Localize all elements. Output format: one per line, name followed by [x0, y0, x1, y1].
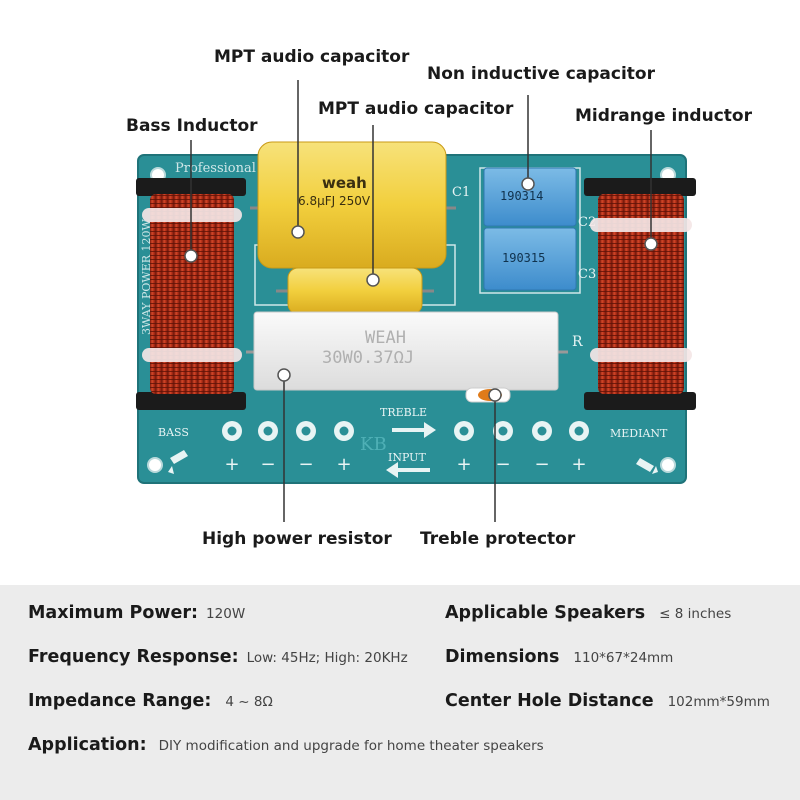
- callout-high-power-resistor: High power resistor: [202, 529, 392, 549]
- label-treble: TREBLE: [380, 406, 427, 419]
- midrange-inductor: [584, 178, 696, 410]
- svg-text:−: −: [298, 454, 313, 475]
- svg-text:+: +: [456, 454, 471, 475]
- callout-mpt-capacitor-second: MPT audio capacitor: [318, 99, 514, 119]
- svg-text:+: +: [224, 454, 239, 475]
- callout-midrange-inductor: Midrange inductor: [575, 106, 752, 126]
- label-c1: C1: [452, 185, 470, 200]
- non-inductive-capacitor-top: 190314: [483, 167, 577, 227]
- svg-text:−: −: [495, 454, 510, 475]
- svg-text:30W0.37ΩJ: 30W0.37ΩJ: [322, 348, 414, 368]
- screw-icon-right: [636, 458, 658, 474]
- svg-text:−: −: [260, 454, 275, 475]
- crossover-board-illustration: Professional 3WAY WEAH-338 3WAY POWER 12…: [136, 80, 696, 522]
- label-bass: BASS: [158, 426, 189, 439]
- treble-protector: [465, 387, 511, 403]
- svg-text:190314: 190314: [500, 189, 543, 203]
- silk-side-text: 3WAY POWER 120W: [140, 218, 153, 335]
- mpt-capacitor-small: [276, 267, 434, 315]
- high-power-resistor: WEAH 30W0.37ΩJ: [246, 311, 568, 391]
- logo-kb: KB: [360, 434, 387, 455]
- svg-text:190315: 190315: [502, 251, 545, 265]
- mount-hole-bl: [147, 457, 163, 473]
- terminal-signs: + − − + + − − +: [224, 454, 586, 475]
- svg-text:−: −: [534, 454, 549, 475]
- spec-impedance-range: Impedance Range:4 ~ 8Ω: [28, 691, 273, 711]
- spec-max-power: Maximum Power:120W: [28, 603, 246, 623]
- svg-text:+: +: [336, 454, 351, 475]
- spec-frequency-response: Frequency Response:Low: 45Hz; High: 20KH…: [28, 647, 408, 667]
- svg-text:weah: weah: [322, 174, 367, 192]
- label-mediant: MEDIANT: [610, 427, 668, 440]
- terminal-holes: [222, 421, 589, 441]
- callout-leaders: [184, 80, 658, 522]
- label-input: INPUT: [388, 451, 426, 464]
- non-inductive-capacitor-bottom: 190315: [483, 227, 577, 291]
- treble-arrow-icon: [392, 422, 436, 438]
- spec-panel: Maximum Power:120W Applicable Speakers≤ …: [0, 585, 800, 800]
- svg-text:6.8μFJ 250V: 6.8μFJ 250V: [298, 194, 371, 208]
- callout-non-inductive-capacitor: Non inductive capacitor: [427, 64, 655, 84]
- label-r: R: [572, 334, 583, 350]
- spec-application: Application:DIY modification and upgrade…: [28, 735, 544, 755]
- svg-text:WEAH: WEAH: [365, 328, 406, 348]
- spec-applicable-speakers: Applicable Speakers≤ 8 inches: [445, 603, 732, 623]
- label-c3: C3: [578, 267, 596, 282]
- callout-mpt-capacitor-top: MPT audio capacitor: [214, 47, 410, 67]
- callout-bass-inductor: Bass Inductor: [126, 116, 258, 136]
- svg-text:+: +: [571, 454, 586, 475]
- callout-treble-protector: Treble protector: [420, 529, 576, 549]
- input-arrow-icon: [386, 462, 430, 478]
- mpt-capacitor-large: weah 6.8μFJ 250V: [250, 141, 456, 269]
- mount-hole-br: [660, 457, 676, 473]
- screw-icon-left: [168, 450, 188, 474]
- product-photo: Professional 3WAY WEAH-338 3WAY POWER 12…: [126, 47, 752, 549]
